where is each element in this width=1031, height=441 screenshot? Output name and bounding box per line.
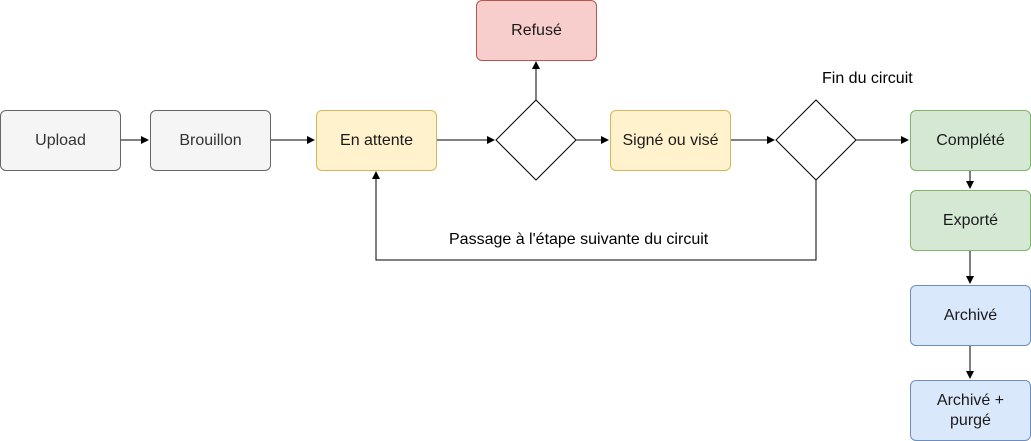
node-archive-purge-label: Archivé + purgé bbox=[936, 391, 1005, 429]
node-brouillon[interactable]: Brouillon bbox=[150, 110, 271, 171]
node-archive-purge[interactable]: Archivé + purgé bbox=[910, 380, 1031, 441]
node-en-attente-label: En attente bbox=[340, 131, 413, 149]
node-archive-label: Archivé bbox=[943, 306, 998, 324]
node-upload-label: Upload bbox=[35, 131, 86, 149]
decision-diamond-1[interactable] bbox=[495, 99, 577, 181]
node-refuse[interactable]: Refusé bbox=[476, 0, 597, 61]
node-en-attente[interactable]: En attente bbox=[316, 110, 437, 171]
node-exporte-label: Exporté bbox=[942, 211, 999, 229]
edge-label-fin-du-circuit: Fin du circuit bbox=[822, 70, 913, 87]
edge-label-passage: Passage à l'étape suivante du circuit bbox=[449, 231, 709, 248]
node-signe-ou-vise-label: Signé ou visé bbox=[622, 131, 719, 149]
decision-diamond-2[interactable] bbox=[775, 99, 857, 181]
node-exporte[interactable]: Exporté bbox=[910, 190, 1031, 251]
edge-decision-2-loop-en-attente bbox=[372, 171, 817, 261]
node-refuse-label: Refusé bbox=[511, 21, 562, 39]
node-complete-label: Complété bbox=[936, 131, 1005, 149]
node-complete[interactable]: Complété bbox=[910, 110, 1031, 171]
node-archive[interactable]: Archivé bbox=[910, 285, 1031, 346]
node-upload[interactable]: Upload bbox=[0, 110, 121, 171]
node-brouillon-label: Brouillon bbox=[179, 131, 242, 149]
node-signe-ou-vise[interactable]: Signé ou visé bbox=[610, 110, 731, 171]
